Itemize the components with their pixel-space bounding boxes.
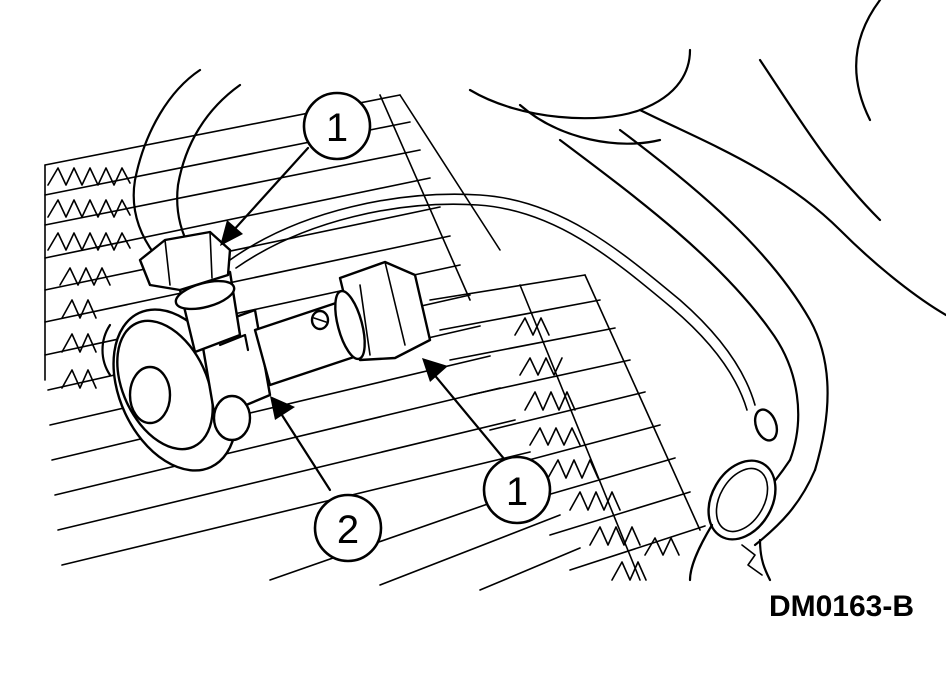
- expansion-valve-assembly: [101, 230, 432, 472]
- lower-hose: [688, 458, 817, 582]
- housing-outline: [468, 0, 946, 472]
- arrow-head-1-bottom: [422, 358, 448, 382]
- capillary-tube: [229, 193, 779, 442]
- callout-2: 2: [313, 493, 383, 563]
- callout-1-top: 1: [302, 91, 372, 161]
- inlet-tube: [132, 68, 242, 257]
- leader-lines: [220, 146, 507, 492]
- arrow-head-2: [270, 396, 295, 420]
- callout-2-label: 2: [337, 508, 359, 552]
- figure-id-label: DM0163-B: [768, 590, 914, 623]
- callout-1-top-label: 1: [326, 106, 348, 150]
- callout-1-bottom: 1: [482, 455, 552, 525]
- arrow-head-1-top: [220, 220, 243, 246]
- callout-1-bottom-label: 1: [506, 470, 528, 514]
